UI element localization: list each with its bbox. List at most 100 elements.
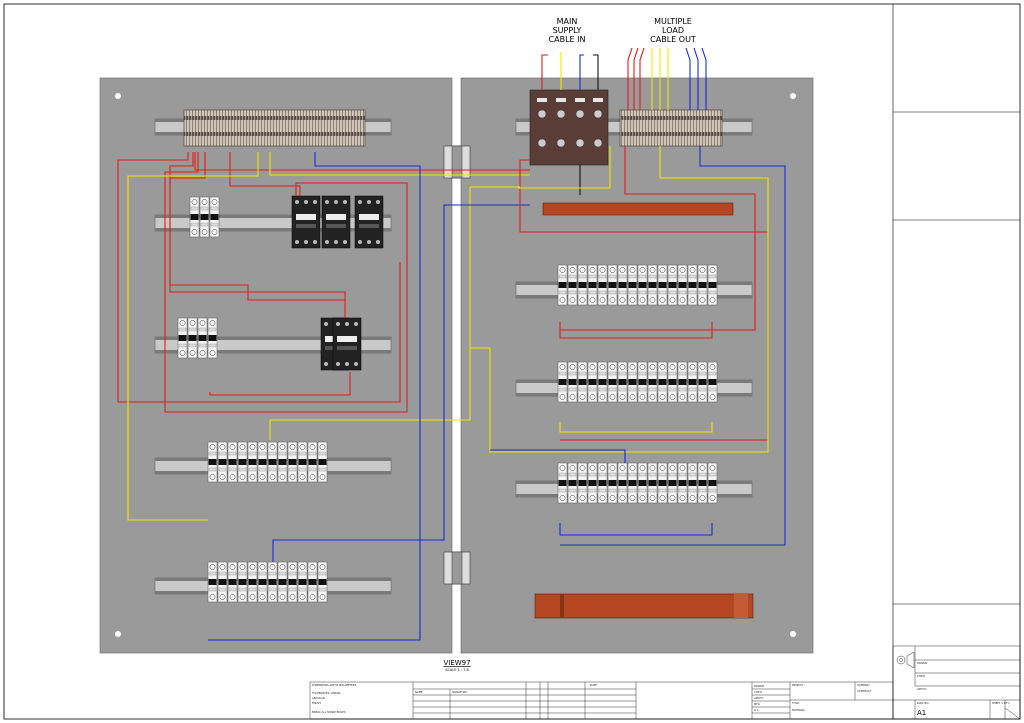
svg-text:DRAWN: DRAWN bbox=[754, 684, 764, 688]
svg-text:Q.A: Q.A bbox=[754, 708, 759, 712]
svg-text:A1: A1 bbox=[917, 709, 926, 717]
svg-text:DWG NO.: DWG NO. bbox=[917, 701, 929, 705]
breaker-pole bbox=[587, 462, 598, 504]
breaker-pole bbox=[637, 462, 648, 504]
multiple-load-label: MULTIPLE LOAD CABLE OUT bbox=[650, 17, 696, 44]
breaker-pole bbox=[647, 462, 658, 504]
breaker-pole bbox=[307, 441, 318, 483]
breaker-pole bbox=[657, 361, 668, 403]
svg-text:TITLE:: TITLE: bbox=[792, 701, 800, 705]
earth-busbar bbox=[542, 202, 734, 216]
breaker-pole bbox=[667, 361, 678, 403]
breaker-pole bbox=[587, 264, 598, 306]
breaker-pole bbox=[207, 317, 218, 359]
wire bbox=[490, 449, 626, 463]
title-block-right bbox=[892, 645, 1021, 720]
breaker-pole bbox=[557, 462, 568, 504]
wire bbox=[627, 47, 633, 110]
svg-text:DIMENSIONS ARE IN MILLIMETERS: DIMENSIONS ARE IN MILLIMETERS bbox=[312, 683, 357, 687]
breaker-pole bbox=[657, 462, 668, 504]
breaker-pole bbox=[557, 264, 568, 306]
breaker-pole bbox=[677, 462, 688, 504]
breaker-pole bbox=[217, 441, 228, 483]
breaker-pole bbox=[597, 264, 608, 306]
svg-text:PROJECT: PROJECT bbox=[792, 683, 804, 687]
breaker-pole bbox=[317, 561, 328, 603]
title-block-text: DIMENSIONS ARE IN MILLIMETERS TOLERANCES… bbox=[312, 661, 1010, 717]
breaker-pole bbox=[277, 441, 288, 483]
breaker-pole bbox=[697, 361, 708, 403]
hinge-top bbox=[443, 145, 471, 179]
breaker-pole bbox=[667, 462, 678, 504]
wire bbox=[685, 47, 691, 110]
breaker-pole bbox=[567, 264, 578, 306]
wire bbox=[560, 146, 786, 546]
wire bbox=[541, 54, 548, 90]
breaker-pole bbox=[607, 361, 618, 403]
svg-text:SUPPLY: SUPPLY bbox=[553, 26, 582, 35]
wire bbox=[229, 152, 301, 196]
svg-text:MAIN: MAIN bbox=[557, 17, 578, 26]
breaker-pole bbox=[217, 561, 228, 603]
breaker-pole bbox=[287, 441, 298, 483]
breaker-pole bbox=[627, 361, 638, 403]
svg-text:NAME: NAME bbox=[415, 690, 423, 694]
breaker-pole bbox=[577, 264, 588, 306]
left-panel bbox=[99, 77, 453, 654]
breaker-pole bbox=[687, 361, 698, 403]
wire bbox=[519, 159, 769, 441]
breaker-pole bbox=[577, 462, 588, 504]
breaker-pole bbox=[557, 361, 568, 403]
breaker-pole bbox=[317, 441, 328, 483]
wire bbox=[693, 47, 699, 110]
svg-text:CHK'D: CHK'D bbox=[754, 690, 762, 694]
wire bbox=[194, 152, 530, 171]
svg-text:MULTIPLE: MULTIPLE bbox=[654, 17, 692, 26]
breaker-pole bbox=[237, 441, 248, 483]
wire bbox=[470, 146, 769, 453]
breaker-pole bbox=[697, 264, 708, 306]
wire bbox=[127, 152, 259, 521]
breaker-pole bbox=[607, 462, 618, 504]
breaker-pole bbox=[277, 561, 288, 603]
wiring bbox=[117, 47, 786, 641]
breaker-pole bbox=[247, 561, 258, 603]
breaker-pole bbox=[307, 561, 318, 603]
wire bbox=[701, 47, 707, 110]
wire bbox=[579, 54, 584, 90]
breaker-pole bbox=[187, 317, 198, 359]
contactor-group-upper bbox=[291, 195, 384, 249]
breaker-pole bbox=[257, 441, 268, 483]
breaker-pole bbox=[199, 196, 210, 238]
wire bbox=[209, 372, 351, 396]
breaker-pole bbox=[687, 462, 698, 504]
breaker-pole bbox=[617, 361, 628, 403]
main-supply-terminals bbox=[529, 89, 609, 166]
svg-text:CABLE IN: CABLE IN bbox=[549, 35, 586, 44]
breaker-pole bbox=[707, 462, 718, 504]
wire bbox=[164, 152, 408, 413]
neutral-busbar bbox=[534, 593, 754, 619]
wire bbox=[272, 204, 530, 562]
breaker-pole bbox=[627, 264, 638, 306]
wire bbox=[560, 146, 756, 331]
breaker-bank-left-1 bbox=[189, 196, 220, 238]
breaker-pole bbox=[207, 441, 218, 483]
breaker-pole bbox=[687, 264, 698, 306]
wire bbox=[559, 322, 713, 339]
breaker-pole bbox=[177, 317, 188, 359]
breaker-pole bbox=[597, 462, 608, 504]
wire bbox=[633, 47, 639, 110]
wire bbox=[559, 422, 713, 433]
breaker-pole bbox=[667, 264, 678, 306]
breaker-pole bbox=[237, 561, 248, 603]
svg-text:TOLERANCES: LINEAR:: TOLERANCES: LINEAR: bbox=[312, 691, 341, 695]
svg-text:ANGULAR:: ANGULAR: bbox=[312, 696, 326, 700]
svg-text:CHK'D: CHK'D bbox=[917, 674, 925, 678]
breaker-pole bbox=[637, 361, 648, 403]
svg-text:SIGNATURE: SIGNATURE bbox=[452, 690, 467, 694]
contactor-lower bbox=[320, 317, 362, 371]
wire bbox=[269, 186, 520, 440]
breaker-pole bbox=[607, 264, 618, 306]
wire bbox=[559, 523, 713, 536]
